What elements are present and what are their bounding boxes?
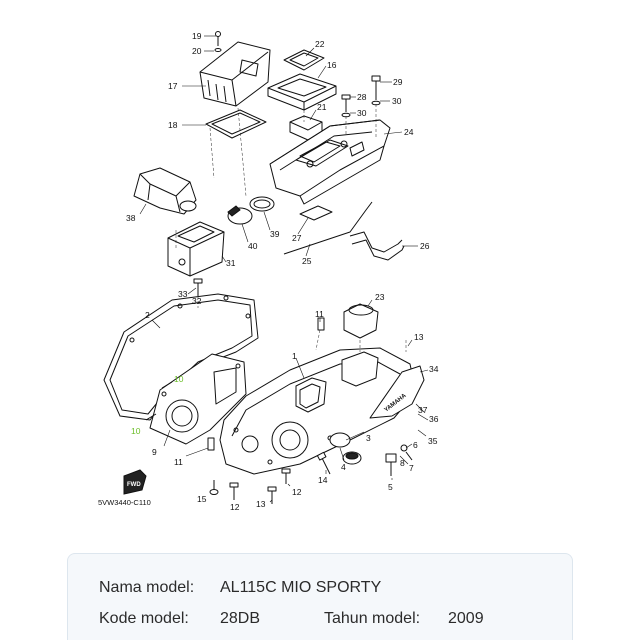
label-5: 5: [388, 482, 393, 492]
label-13a: 13: [414, 332, 424, 342]
label-31: 31: [226, 258, 236, 268]
label-19: 19: [192, 31, 202, 41]
part-14-bolt: [316, 451, 331, 475]
label-27: 27: [292, 233, 302, 243]
part-40-clamp: [227, 205, 253, 225]
label-20: 20: [192, 46, 202, 56]
fwd-label: FWD: [127, 482, 141, 488]
part-labels: 19 20 22 16 17 29 28 30 21 30 18 24 38 4…: [126, 31, 439, 512]
label-37: 37: [418, 405, 428, 415]
part-39-ring: [249, 196, 275, 212]
label-7: 7: [409, 463, 414, 473]
part-19-screw: [214, 31, 222, 52]
label-3: 3: [366, 433, 371, 443]
part-12-bolt: [281, 468, 291, 484]
label-10a: 10: [174, 374, 184, 384]
label-29: 29: [393, 77, 403, 87]
part-1-cover: [219, 347, 417, 475]
model-name-value: AL115C MIO SPORTY: [220, 579, 382, 596]
part-10-bolts: [145, 381, 173, 421]
label-21: 21: [317, 102, 327, 112]
label-15: 15: [197, 494, 207, 504]
label-16: 16: [327, 60, 337, 70]
label-2: 2: [145, 310, 150, 320]
label-8: 8: [400, 458, 405, 468]
part-34-side-cover: YAMAHA: [369, 365, 425, 419]
part-3-plug: [342, 451, 362, 465]
label-38: 38: [126, 213, 136, 223]
part-27-plate: [299, 205, 333, 221]
model-year-value: 2009: [448, 610, 484, 627]
label-33: 33: [178, 289, 188, 299]
label-1: 1: [292, 351, 297, 361]
part-24-case: [269, 119, 391, 205]
part-2-gasket: [103, 293, 259, 421]
part-18-gasket: [205, 109, 267, 139]
label-14: 14: [318, 475, 328, 485]
part-38-duct: [133, 167, 197, 215]
part-26-hose: [349, 231, 405, 261]
part-11-dowel: [207, 317, 325, 451]
label-9: 9: [152, 447, 157, 457]
part-6-bolt: [400, 444, 413, 461]
label-30a: 30: [392, 96, 402, 106]
label-28: 28: [357, 92, 367, 102]
label-24: 24: [404, 127, 414, 137]
leader-lines: [139, 35, 429, 503]
part-17-cap: [199, 41, 271, 107]
assembly-lines: [175, 104, 407, 352]
label-23: 23: [375, 292, 385, 302]
model-name-label: Nama model:: [99, 579, 195, 596]
label-12a: 12: [292, 487, 302, 497]
part-5-bolt: [385, 453, 397, 476]
part-22-element: [283, 49, 325, 71]
label-6: 6: [413, 440, 418, 450]
label-10b: 10: [131, 426, 141, 436]
drawing-code: 5VW3440-C110: [98, 498, 151, 507]
fwd-arrow-icon: FWD: [123, 469, 147, 495]
label-30b: 30: [357, 108, 367, 118]
part-16-filter: [267, 73, 337, 111]
label-25: 25: [302, 256, 312, 266]
model-year-label: Tahun model:: [324, 610, 421, 627]
label-34: 34: [429, 364, 439, 374]
label-18: 18: [168, 120, 178, 130]
label-4: 4: [341, 462, 346, 472]
parts-diagram: YAMAHA: [98, 31, 439, 512]
part-25-hose: [283, 201, 373, 255]
model-code-label: Kode model:: [99, 610, 189, 627]
label-22: 22: [315, 39, 325, 49]
label-11b: 11: [174, 457, 183, 467]
label-32: 32: [192, 296, 202, 306]
label-39: 39: [270, 229, 280, 239]
part-31-inlet: [167, 221, 225, 277]
label-17: 17: [168, 81, 178, 91]
part-23-boot: [343, 303, 379, 339]
label-26: 26: [420, 241, 430, 251]
label-35: 35: [428, 436, 438, 446]
label-13b: 13: [256, 499, 266, 509]
label-12b: 12: [230, 502, 240, 512]
model-code-value: 28DB: [220, 610, 261, 627]
label-11a: 11: [315, 309, 324, 319]
model-info-box: Nama model: AL115C MIO SPORTY Kode model…: [67, 553, 573, 640]
part-12b-bolt: [229, 482, 239, 500]
part-13-bolt: [267, 486, 277, 504]
label-36: 36: [429, 414, 439, 424]
part-28-bolt: [341, 94, 351, 118]
part-33-bolt: [193, 278, 203, 296]
part-4-seal: [329, 432, 351, 448]
part-15-bolt: [209, 480, 219, 495]
part-29-bolt: [371, 75, 381, 106]
label-40: 40: [248, 241, 258, 251]
